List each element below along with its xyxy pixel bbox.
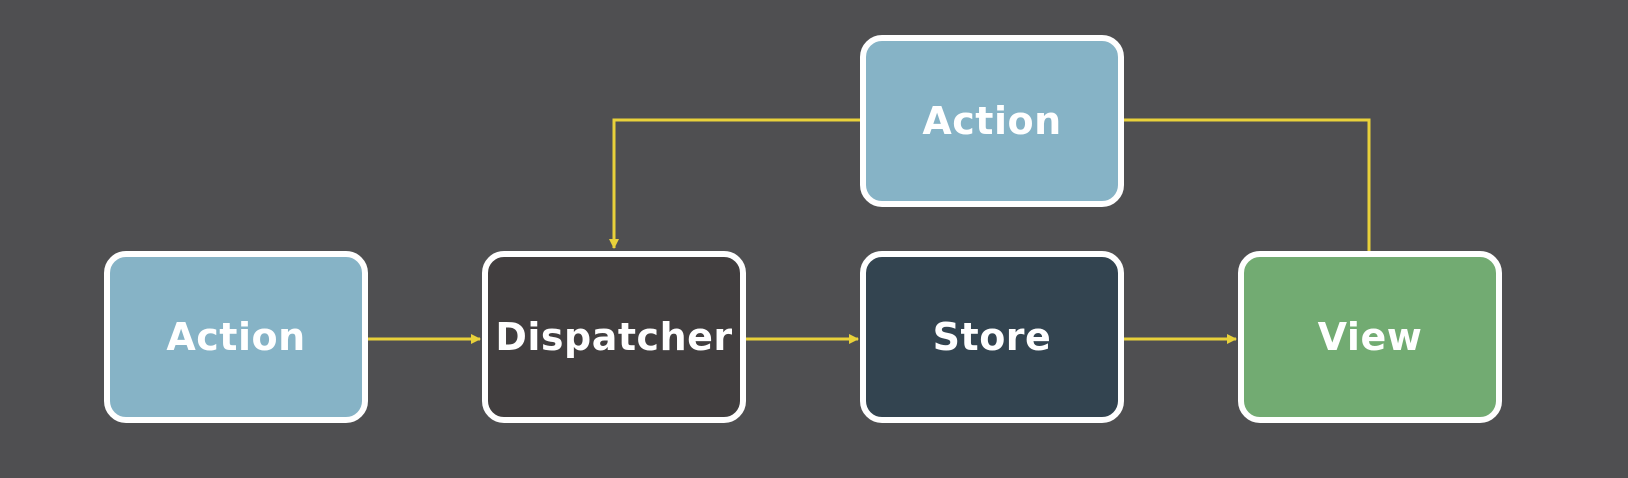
action-node-left: Action: [104, 251, 368, 423]
action-node-left-label: Action: [166, 315, 306, 359]
store-node-label: Store: [932, 315, 1052, 359]
dispatcher-node-label: Dispatcher: [495, 315, 733, 359]
action-node-top: Action: [860, 35, 1124, 207]
edge-top-action-to-dispatcher: [609, 118, 860, 249]
store-node: Store: [860, 251, 1124, 423]
edge-view-to-top-action: [1124, 118, 1371, 253]
view-node: View: [1238, 251, 1502, 423]
view-node-label: View: [1317, 315, 1423, 359]
dispatcher-node: Dispatcher: [482, 251, 746, 423]
action-node-top-label: Action: [922, 99, 1062, 143]
